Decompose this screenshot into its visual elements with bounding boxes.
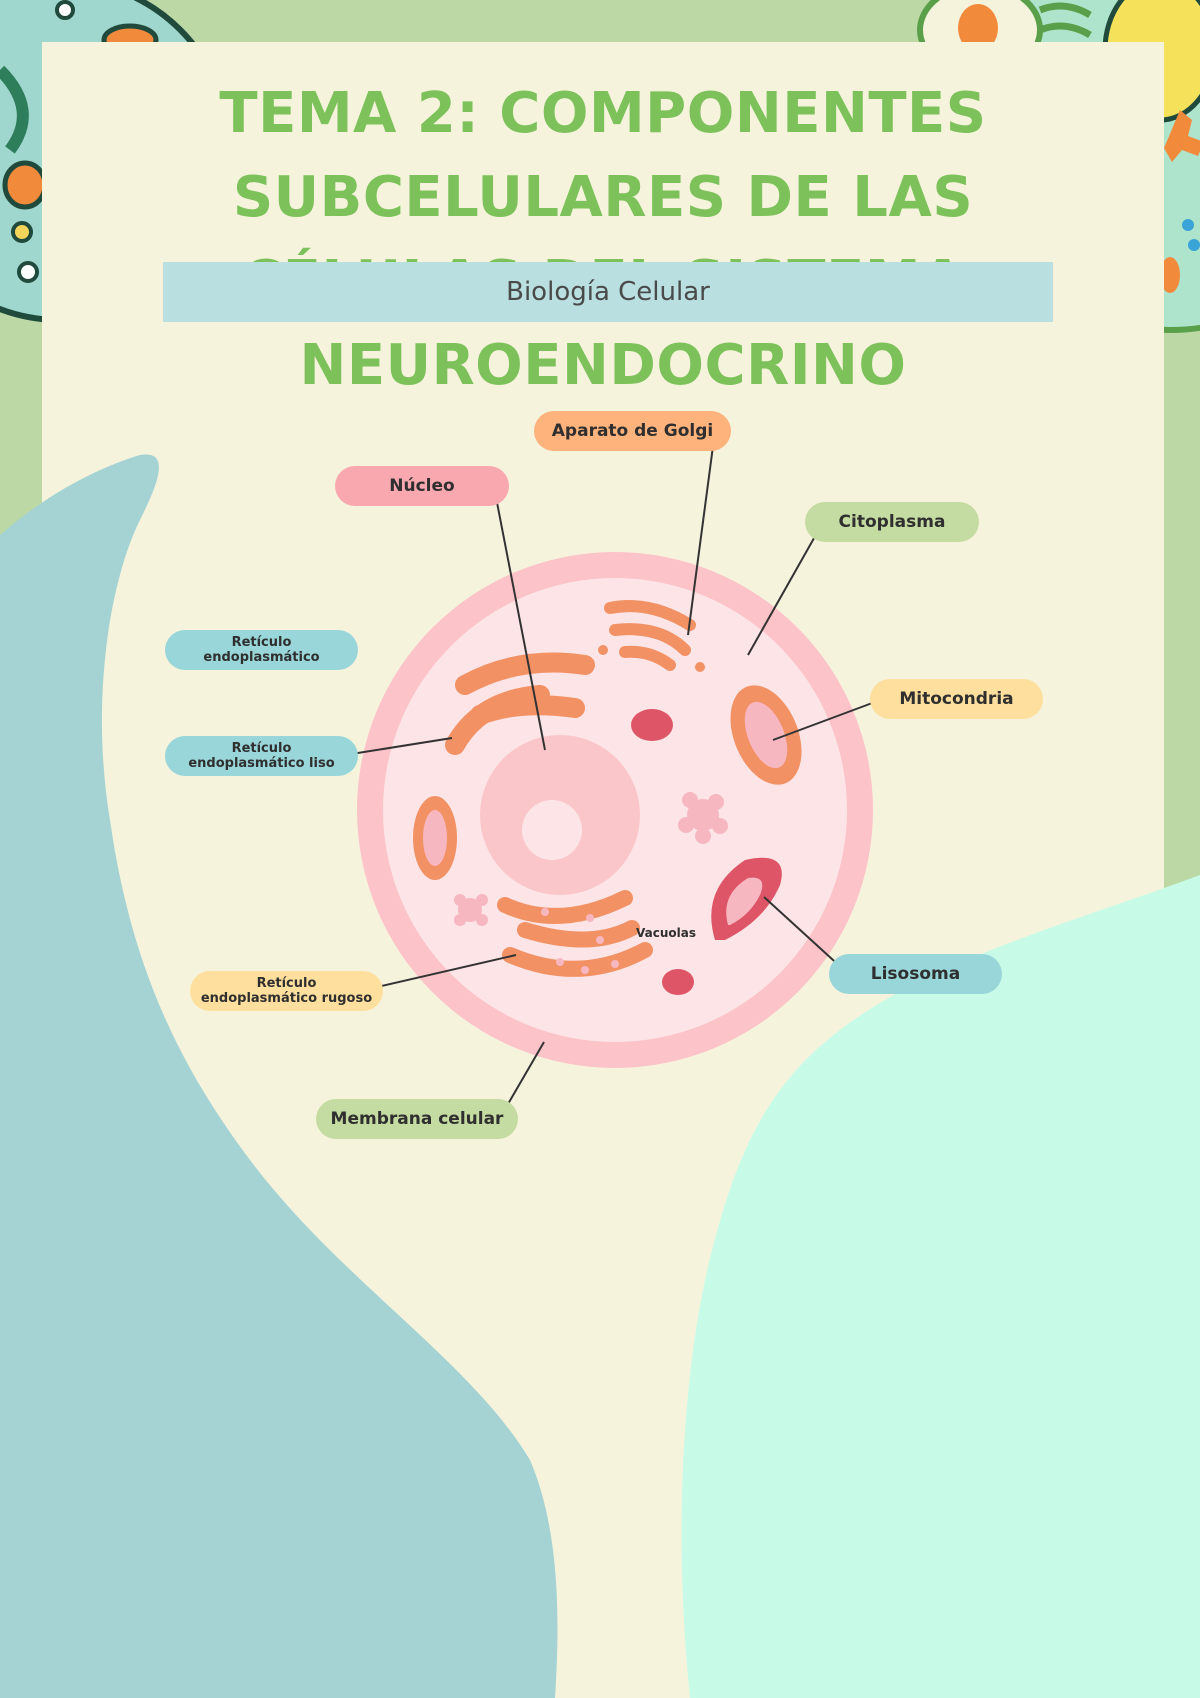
label-mitochondria: Mitocondria [870, 679, 1043, 719]
title-line-1: TEMA 2: COMPONENTES SUBCELULARES DE LAS [219, 81, 987, 230]
leader-line-rough-er [372, 954, 517, 989]
leader-line-nucleus [493, 486, 546, 751]
vacuole [662, 969, 694, 995]
label-membrane: Membrana celular [316, 1099, 518, 1139]
lysosome [711, 857, 782, 940]
vacuole [631, 709, 673, 741]
right-blob [681, 875, 1200, 1698]
leader-line-mitochondria [772, 698, 884, 741]
golgi-vesicle [598, 645, 608, 655]
leader-line-golgi [687, 430, 716, 636]
mitochondrion-right [730, 685, 802, 785]
label-rough-er: Retículo endoplasmático rugoso [190, 971, 383, 1011]
label-golgi: Aparato de Golgi [534, 411, 731, 451]
label-er: Retículo endoplasmático [165, 630, 358, 670]
label-vacuoles: Vacuolas [636, 926, 696, 940]
leader-line-cytoplasm [747, 523, 823, 656]
golgi-vesicle [695, 662, 705, 672]
cell [357, 552, 873, 1068]
nucleolus [522, 800, 582, 860]
label-lysosome: Lisosoma [829, 954, 1002, 994]
centrosome [454, 792, 728, 926]
left-blob [0, 454, 558, 1698]
smooth-er [445, 652, 595, 755]
rough-er [497, 890, 653, 977]
ribosomes [541, 908, 619, 974]
label-nucleus: Núcleo [335, 466, 509, 506]
label-smooth-er: Retículo endoplasmático liso [165, 736, 358, 776]
subtitle-bar [163, 262, 1053, 322]
leader-line-lysosome [763, 896, 845, 971]
subtitle: Biología Celular [506, 277, 710, 307]
leader-lines [338, 430, 884, 1117]
golgi-apparatus [604, 600, 696, 671]
label-cytoplasm: Citoplasma [805, 502, 979, 542]
mitochondrion-left [413, 796, 457, 880]
